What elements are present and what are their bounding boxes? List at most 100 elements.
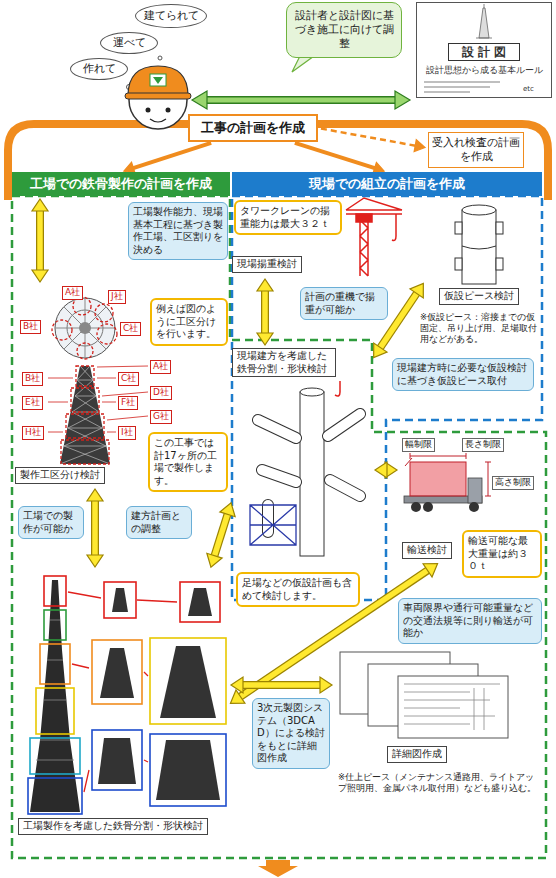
thought-cloud: 建てられて [135,4,207,28]
member-division-illustration-part [28,576,226,814]
connector-line [242,682,321,688]
member-division-illustration-part [156,740,220,800]
company-label: A社 [62,286,83,300]
connector-outline [91,500,99,556]
erection-model [250,381,360,556]
tower-plan-view [52,297,117,359]
section-header: 現場での組立の計画を作成 [232,172,542,196]
blue-dashed-region [232,196,542,600]
detail-drawing-sheets-part [398,676,508,738]
speech-bubble: 設計者と設計図に基づき施工に向けて調整 [286,2,402,58]
truck-illustration-part [411,502,421,512]
company-label: D社 [150,386,172,400]
tower-elevation-part [60,366,110,464]
truck-illustration-part [423,502,433,512]
thought-cloud: 作れて [70,58,128,80]
connector-outline [261,290,269,334]
detail-drawing-sheets [340,652,508,738]
study-title-tag: 現場建方を考慮した鉄骨分割・形状検討 [232,348,336,377]
design-drawing: 設計思想から成る基本ルールetc設 計 図 [416,2,552,98]
arrow-head [87,489,103,501]
node-text: 工事の計画を作成 [201,120,305,136]
node-text: 設計思想から成る基本ルール [417,65,551,76]
helmet-character-part [125,93,191,99]
note-text: ※仕上ピース（メンテナンス通路用、ライトアップ照明用、金属パネル取付用）なども盛… [338,772,538,794]
connector-line [295,143,376,168]
company-label: A社 [150,360,171,374]
company-label: J社 [108,290,126,304]
callout-box: 輸送可能な最大重量は約３０ｔ [462,530,542,578]
tower-elevation-part [61,366,109,464]
member-division-illustration-part [160,646,216,718]
tower-elevation-part [48,366,148,432]
column-with-pieces-part-part [496,258,503,270]
tower-crane-part [360,214,368,276]
column-with-pieces-part [462,210,496,284]
node-text: 3次元製図システム（3DCAD）による検討をもとに詳細図作成 [257,702,325,765]
truck-illustration [404,453,491,512]
connector [87,489,103,567]
tower-elevation-part-part [61,440,109,464]
member-division-illustration-part-part [92,640,142,704]
study-area: 仮設ピース検討 [425,200,537,308]
column-with-pieces-part-part [455,222,462,234]
tower-plan-view-part-part [73,297,91,315]
member-division-illustration-part-part [30,738,80,774]
thought-dots-part [158,56,162,60]
company-label: C社 [118,372,139,386]
connector [321,129,425,152]
arrow-head [231,677,243,693]
company-label: G社 [150,410,172,424]
limit-label: 高さ制限 [492,476,534,490]
arrow-head [32,199,48,211]
coordination-arrow [192,91,410,109]
connector-line [214,513,228,556]
erection-model-part [300,388,324,396]
callout-box: 現場建方時に必要な仮設検討に基づき仮設ピース取付 [392,358,534,391]
tower-plan-view-part-part [77,343,93,359]
node-text: タワークレーンの揚重能力は最大３２ｔ [240,205,336,230]
node-text: 輸送可能な最大重量は約３０ｔ [468,535,536,573]
truck-illustration-part [468,478,482,503]
tower-plan-view-part [55,298,115,358]
next-step-arrow-part [258,860,298,877]
study-area: 現場建方を考慮した鉄骨分割・形状検討 [232,348,372,568]
connector [375,462,397,478]
node-text: 現場での組立の計画を作成 [309,176,465,192]
connector [124,143,211,174]
detail-drawing-sheets-part [404,684,500,730]
node-text: 工場での製作が可能か [23,510,79,535]
column-with-pieces-part [462,246,496,249]
helmet-character-part [150,119,166,122]
node-text: 運べて [113,36,146,50]
tower-plan-view-part [55,298,115,358]
connector [231,677,332,693]
connector [32,199,48,282]
study-title-tag: 仮設ピース検討 [439,288,519,305]
callout-box: 建方計画との調整 [126,506,192,539]
node-text: 作れて [83,62,116,76]
connector-outline [214,513,228,556]
arrow-head [414,140,425,152]
company-label: E社 [22,396,43,410]
study-area: 詳細図作成 [335,648,530,765]
study-title-tag: 現場揚重検討 [232,256,302,273]
arrow-head [257,333,273,345]
node-text: 工場製作能力、現場基本工程に基づき製作工場、工区割りを決める [133,206,223,256]
tower-plan-view-part-part [97,324,117,344]
study-title-tag: 製作工区分け検討 [15,467,105,484]
callout-box: 足場などの仮設計画も含めて検討します。 [236,572,360,607]
member-division-illustration-part-part [92,730,142,790]
green-dashed-region [12,196,546,858]
connector-line [37,210,43,271]
member-division-illustration-part [98,738,136,784]
design-drawing-sheet-part [476,4,492,38]
node-text: 工場での鉄骨製作の計画を作成 [30,176,212,192]
node-text: 受入れ検査の計画を作成 [432,136,520,164]
design-drawing-sheet-part [424,82,500,92]
limit-label: 長さ制限 [462,438,504,452]
design-drawing-sheet [416,2,552,98]
node-text: 建方計画との調整 [131,510,187,535]
study-title-tag: 輸送検討 [402,542,452,559]
